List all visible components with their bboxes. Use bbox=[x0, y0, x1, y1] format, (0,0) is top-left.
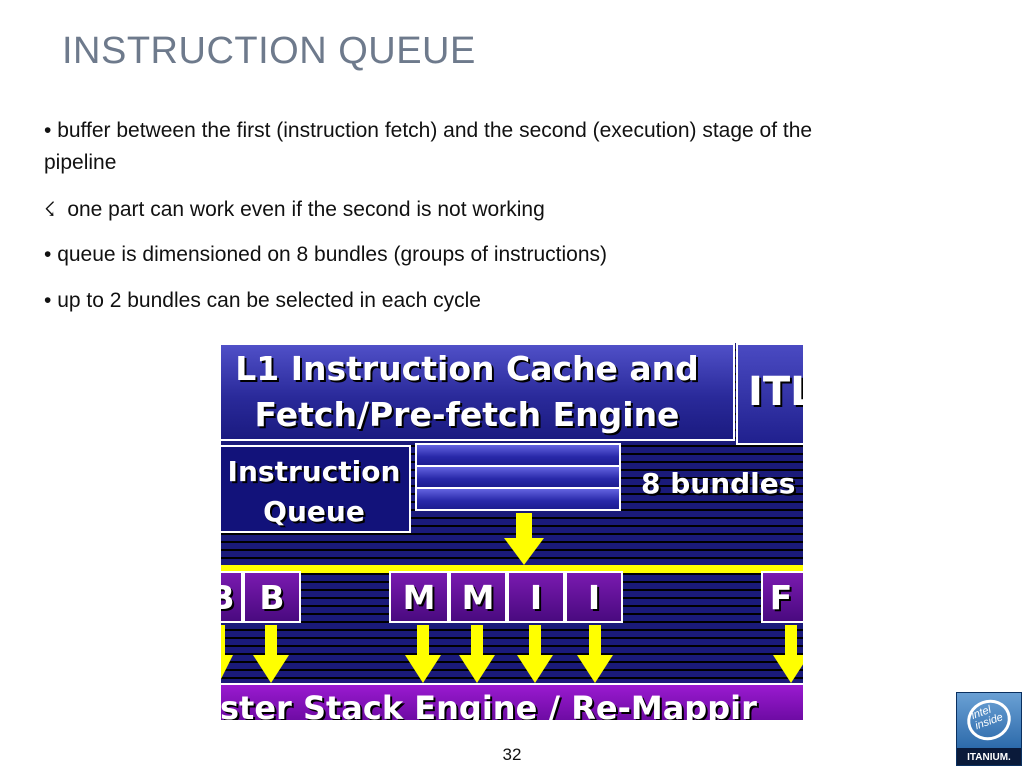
queue-slot bbox=[417, 489, 619, 509]
page-number: 32 bbox=[502, 745, 522, 764]
pipeline-diagram: L1 Instruction Cache and Fetch/Pre-fetch… bbox=[221, 343, 803, 720]
instruction-queue-block: Instruction Queue bbox=[221, 445, 411, 533]
slot-b-left: B bbox=[221, 571, 243, 623]
bundles-label: 8 bundles bbox=[641, 467, 796, 500]
bullet-text: buffer between the first (instruction fe… bbox=[57, 119, 813, 142]
slot-f: F bbox=[761, 571, 803, 623]
slot-label: B bbox=[259, 578, 285, 617]
queue-slot bbox=[417, 445, 619, 465]
bullet-item: • up to 2 bundles can be selected in eac… bbox=[44, 286, 481, 316]
slide-title: INSTRUCTION QUEUE bbox=[62, 30, 476, 72]
slot-label: B bbox=[221, 578, 235, 617]
slot-down-arrow bbox=[459, 625, 495, 683]
intel-itanium-logo: intel inside ITANIUM. bbox=[956, 692, 1022, 766]
arrow-bullet-icon: ☇ bbox=[44, 197, 56, 221]
bullet-item: • queue is dimensioned on 8 bundles (gro… bbox=[44, 240, 607, 270]
slot-label: M bbox=[461, 578, 495, 617]
queue-label-line2: Queue bbox=[263, 495, 365, 528]
queue-down-arrow bbox=[504, 513, 544, 565]
register-stack-engine-bar: ister Stack Engine / Re-Mappir bbox=[221, 683, 803, 720]
slot-i1: I bbox=[507, 571, 565, 623]
slot-down-arrow bbox=[405, 625, 441, 683]
slot-label: I bbox=[529, 578, 543, 617]
bullet-marker: • bbox=[44, 119, 52, 142]
queue-slot bbox=[417, 467, 619, 487]
slot-label: M bbox=[402, 578, 436, 617]
cache-label-line2: Fetch/Pre-fetch Engine bbox=[254, 395, 680, 434]
queue-slots bbox=[415, 443, 621, 511]
logo-brand: ITANIUM. bbox=[967, 752, 1011, 763]
slot-i2: I bbox=[565, 571, 623, 623]
slot-label: I bbox=[587, 578, 601, 617]
slot-m2: M bbox=[449, 571, 507, 623]
register-stack-label: ister Stack Engine / Re-Mappir bbox=[221, 689, 757, 720]
slot-down-arrow bbox=[253, 625, 289, 683]
bullet-text: queue is dimensioned on 8 bundles (group… bbox=[57, 243, 608, 266]
l1-cache-block: L1 Instruction Cache and Fetch/Pre-fetch… bbox=[221, 343, 735, 441]
bullet-marker: • bbox=[44, 289, 52, 312]
bullet-item: • buffer between the first (instruction … bbox=[44, 116, 812, 146]
issue-bar bbox=[221, 565, 803, 573]
slot-down-arrow bbox=[577, 625, 613, 683]
slot-b: B bbox=[243, 571, 301, 623]
logo-band bbox=[957, 748, 1021, 765]
arrows bbox=[221, 513, 803, 683]
slot-down-arrow bbox=[221, 625, 233, 679]
slot-down-arrow bbox=[773, 625, 803, 683]
cache-label-line1: L1 Instruction Cache and bbox=[235, 349, 699, 388]
itlb-label: ITL bbox=[748, 369, 803, 415]
slot-label: F bbox=[769, 578, 793, 617]
bullet-text: pipeline bbox=[44, 151, 117, 174]
bullet-text: one part can work even if the second is … bbox=[67, 198, 545, 221]
bullet-continuation: pipeline bbox=[44, 148, 116, 178]
bullet-text: up to 2 bundles can be selected in each … bbox=[57, 289, 481, 312]
sub-bullet-item: ☇ one part can work even if the second i… bbox=[44, 194, 545, 225]
slot-m1: M bbox=[389, 571, 449, 623]
slot-down-arrow bbox=[517, 625, 553, 683]
queue-label-line1: Instruction bbox=[227, 455, 401, 488]
itlb-block: ITL bbox=[736, 343, 803, 445]
bullet-marker: • bbox=[44, 243, 52, 266]
